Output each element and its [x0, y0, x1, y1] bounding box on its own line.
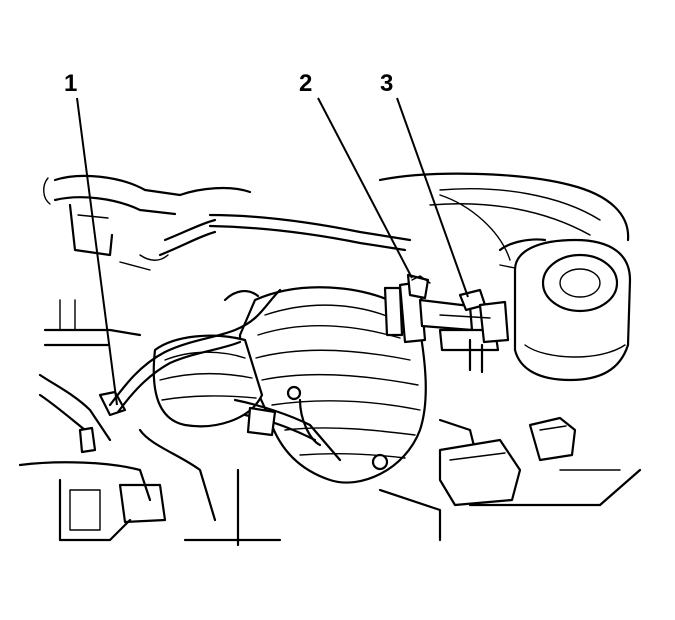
- leader-line-3: [396, 97, 469, 298]
- leader-line-1: [76, 97, 118, 406]
- callout-label-2: 2: [299, 70, 313, 97]
- callout-label-3: 3: [380, 70, 394, 97]
- sensor-fittings: [383, 273, 510, 374]
- vacuum-hose: [98, 288, 282, 417]
- callout-label-1: 1: [64, 70, 78, 97]
- callout-leaders: [76, 97, 469, 406]
- air-intake-duct: [152, 286, 427, 484]
- leader-line-2: [317, 97, 413, 279]
- engine-background: [18, 172, 642, 547]
- brake-fluid-reservoir: [498, 238, 632, 382]
